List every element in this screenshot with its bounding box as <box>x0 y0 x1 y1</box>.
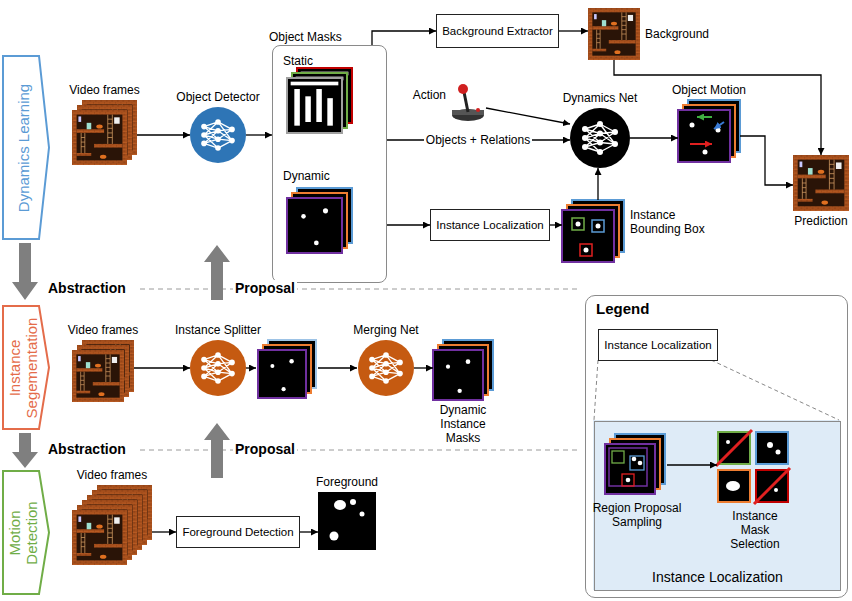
node-label: Object Masks <box>269 30 342 44</box>
background-image <box>588 8 640 60</box>
node-label: Instance Splitter <box>175 323 261 337</box>
node-label: Motion Detection <box>6 477 40 588</box>
network-circle: Instance Splitter <box>190 340 246 396</box>
node-label: Dynamics Learning <box>15 62 32 233</box>
node-label: Video frames <box>77 468 147 482</box>
connector-arrow <box>300 531 318 532</box>
node-label: Instance Localization <box>595 570 840 584</box>
connector-arrow <box>597 168 598 200</box>
stage-label: Abstraction <box>46 441 128 457</box>
stage-label: Abstraction <box>46 280 128 296</box>
legend-panel: LegendInstance LocalizationInstance Loca… <box>585 295 848 598</box>
dynamic-masks <box>287 188 352 253</box>
object-motion-stack <box>678 100 740 162</box>
instance-masks-stack <box>433 340 493 400</box>
foreground-image <box>318 492 376 550</box>
split-masks-stack <box>258 340 316 398</box>
connector-arrow <box>387 224 430 225</box>
separator-lines <box>140 289 578 450</box>
connector-arrow <box>246 134 272 135</box>
connector-arrow <box>667 464 717 465</box>
node-label: Instance Localization <box>604 338 711 352</box>
stage-chevron: Motion Detection <box>2 470 50 595</box>
connector-arrow <box>614 60 821 155</box>
node-label: Dynamic <box>283 169 330 183</box>
stage-chevron: Dynamics Learning <box>2 55 50 240</box>
process-box: Foreground Detection <box>176 516 300 548</box>
instance-splitter-icon <box>190 340 246 396</box>
node-label: Object Motion <box>672 83 746 97</box>
node-label: Foreground Detection <box>182 525 293 539</box>
image-stack: Video frames <box>72 485 152 565</box>
node-label: Object Detector <box>176 90 259 104</box>
joystick-icon <box>452 84 484 121</box>
image-stack: Instance Bounding Box <box>562 200 624 262</box>
static-masks <box>287 68 352 133</box>
connector-arrow <box>559 30 588 31</box>
image-stack: Video frames <box>72 340 134 402</box>
network-circle: Object Detector <box>190 107 246 163</box>
connector-arrow <box>486 108 570 124</box>
node-label: Legend <box>596 302 649 316</box>
stage-label: Proposal <box>233 280 297 296</box>
joystick-node: Action <box>450 84 486 122</box>
network-circle: Merging Net <box>358 340 414 396</box>
merging-net-icon <box>358 340 414 396</box>
node-label: Dynamics Net <box>563 91 638 105</box>
bounding-box-stack <box>562 200 624 262</box>
video-frames-stack <box>72 340 134 402</box>
stage-label: Proposal <box>233 441 297 457</box>
dynamics-net-icon <box>570 108 630 168</box>
node-label: Instance Segementation <box>6 312 40 423</box>
node-label: Dynamic Instance Masks <box>423 403 503 445</box>
image-stack: Region Proposal Sampling <box>607 436 667 498</box>
node-label: Instance Localization <box>436 218 543 232</box>
node-label: Foreground <box>316 475 378 489</box>
image-frame: Prediction <box>793 155 849 211</box>
network-circle: Dynamics Net <box>570 108 630 168</box>
process-box: Instance Localization <box>430 209 550 241</box>
connector-arrow <box>372 31 436 45</box>
connector-arrow <box>137 134 190 135</box>
connector-arrow <box>414 367 433 368</box>
image-stack: Object Motion <box>678 100 740 162</box>
video-frames-stack <box>72 100 137 165</box>
connector-arrow <box>630 137 678 138</box>
node-label: Instance Bounding Box <box>630 208 720 236</box>
object-detector-icon <box>190 107 246 163</box>
legend-detail-box: Instance Localization Region Proposal Sam… <box>594 421 841 591</box>
node-label: Region Proposal Sampling <box>587 501 687 529</box>
legend-art <box>593 360 840 590</box>
node-label: Video frames <box>68 323 138 337</box>
node-label: Video frames <box>69 83 139 97</box>
video-frames-stack <box>72 485 152 565</box>
image-stack: Dynamic Instance Masks <box>433 340 493 400</box>
stage-chevron: Instance Segementation <box>2 305 50 430</box>
edge-label: Objects + Relations <box>424 133 532 147</box>
connector-arrow <box>550 224 562 225</box>
node-label: Action <box>413 88 446 102</box>
process-box: Background Extractor <box>436 14 559 48</box>
node-label: Prediction <box>794 214 847 228</box>
image-stack: Video frames <box>72 100 137 165</box>
node-label: Background Extractor <box>442 24 553 38</box>
process-box: Instance Localization <box>598 329 718 361</box>
connector-arrow <box>740 136 793 185</box>
node-label: Instance Mask Selection <box>730 509 779 551</box>
connector-arrow <box>134 367 190 368</box>
node-label: Static <box>283 54 313 68</box>
connector-arrow <box>152 531 176 532</box>
image-frame: Foreground <box>318 492 376 550</box>
node-label: Background <box>645 27 709 41</box>
image-frame: Background <box>588 8 640 60</box>
flow-arrows <box>246 367 357 368</box>
group-box: Object MasksStaticDynamic <box>272 45 387 283</box>
node-label: Merging Net <box>353 323 418 337</box>
prediction-image <box>793 155 849 211</box>
tile-grid: Instance Mask Selection <box>717 432 793 506</box>
